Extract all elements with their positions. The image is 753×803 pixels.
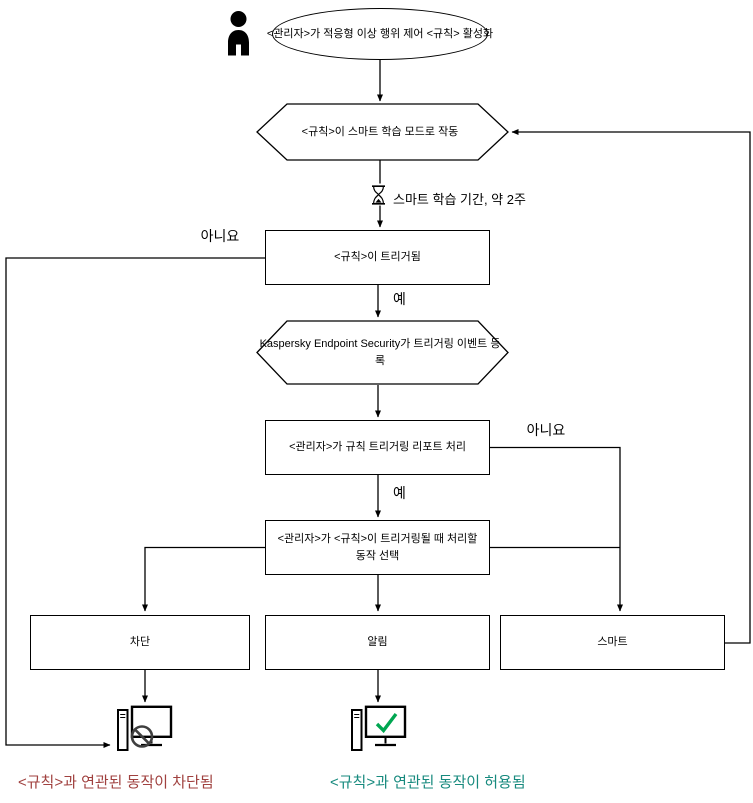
training-period-label: 스마트 학습 기간, 약 2주 xyxy=(393,192,526,207)
edge-label-yes-1: 예 xyxy=(393,291,406,307)
outcome-blocked-label: <규칙>과 연관된 동작이 차단됨 xyxy=(18,774,214,791)
node-smart-mode: <규칙>이 스마트 학습 모드로 작동 xyxy=(301,125,459,138)
edge-label-no-right: 아니요 xyxy=(526,422,566,438)
hourglass-icon xyxy=(368,183,389,206)
node-admin-report: <관리자>가 규칙 트리거링 리포트 처리 xyxy=(265,420,490,475)
edge-smart-loop-to-smartmode xyxy=(511,129,751,644)
hexagon-event-registered xyxy=(256,320,509,385)
edge-label-no-left: 아니요 xyxy=(200,228,240,244)
edge-label-yes-2: 예 xyxy=(393,485,406,501)
node-notify: 알림 xyxy=(265,615,490,670)
node-block: 차단 xyxy=(30,615,250,670)
checkmark-icon xyxy=(375,712,398,734)
node-admin-action: <관리자>가 <규칙>이 트리거링될 때 처리할 동작 선택 xyxy=(265,520,490,575)
allowed-computer-icon xyxy=(351,705,407,751)
outcome-allowed-label: <규칙>과 연관된 동작이 허용됨 xyxy=(330,774,526,791)
node-rule-triggered: <규칙>이 트리거됨 xyxy=(265,230,490,285)
blocked-computer-icon xyxy=(117,705,173,751)
node-start-shape xyxy=(272,8,488,60)
person-icon xyxy=(228,11,249,56)
hexagon-smart-mode xyxy=(256,103,509,161)
edge-action-to-block xyxy=(142,546,265,612)
node-start: <관리자>가 적응형 이상 행위 제어 <규칙> 활성화 xyxy=(266,27,494,40)
edges xyxy=(5,60,751,748)
edge-no-to-smart xyxy=(490,446,623,612)
prohibition-slash xyxy=(133,728,151,745)
edge-no-to-blocked-outcome xyxy=(5,257,266,748)
node-smart: 스마트 xyxy=(500,615,725,670)
node-event-registered: Kaspersky Endpoint Security가 트리거링 이벤트 등록 xyxy=(259,338,501,367)
prohibition-icon xyxy=(130,725,154,748)
